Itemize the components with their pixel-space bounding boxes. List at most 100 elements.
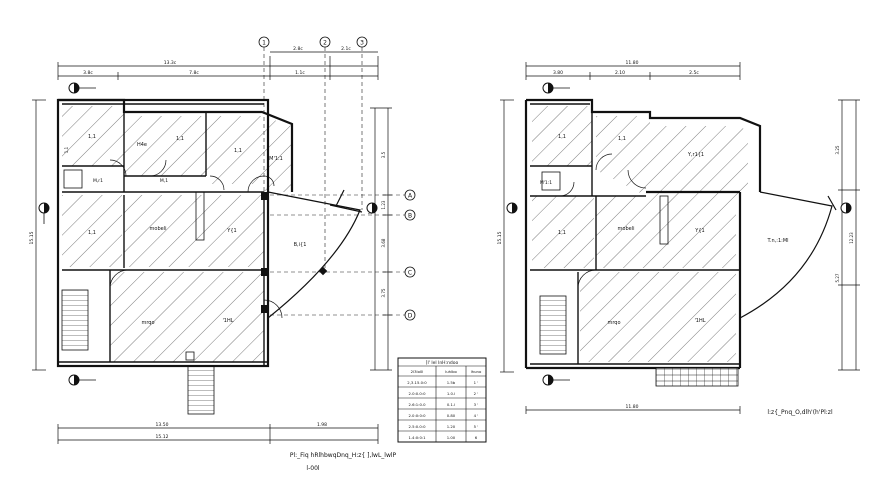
plan1-dim-row2-1: 3.8c (83, 70, 93, 76)
plan1-room-label-9: mobeli (150, 226, 167, 232)
plan2-fixture-1 (659, 195, 669, 245)
plan2-dim-right-3: 5.27 (835, 273, 840, 282)
plan2-dim-right-2: 12.23 (849, 232, 854, 244)
door-schedule-cell: 2.0:0:0:0 (408, 413, 426, 418)
plan2-caption: l:z{_Pnq_O,dlh'(h'Pl:zl (767, 409, 833, 416)
plan1-dim-row2-2: 7.8c (189, 70, 199, 76)
door-schedule-cell: 1.00 (447, 435, 456, 440)
svg-text:lhuno: lhuno (471, 369, 482, 374)
plan-2: 11.80 3.80 2.10 2.5c 15.15 3.25 12.23 5.… (497, 60, 860, 416)
door-schedule-rows: 1 '1.5b2,3.15.0:02 '1.0.l2.0:0.0:03 '0.1… (407, 380, 478, 440)
plan2-section-marker-right (840, 202, 852, 214)
plan2-interior-walls (530, 103, 740, 365)
plan2-left-dimension (500, 99, 514, 373)
plan1-dim-right-3: 3.68 (381, 238, 386, 247)
door-schedule-cell: 1.4:0:0:1 (408, 435, 426, 440)
plan1-fixture-3 (63, 169, 83, 189)
plan2-stairs (539, 295, 567, 355)
plan1-room-label-11: Y{1 (226, 228, 236, 234)
door-schedule-cell: 1.0.l (447, 391, 455, 396)
svg-text:3: 3 (360, 40, 364, 47)
plan1-dim-top-3: 2.1c (341, 46, 351, 52)
plan2-bottom-dimension (525, 406, 741, 414)
plan1-room-label-7: M,r1 (93, 178, 103, 184)
plan2-room-label-9: '1HL (694, 318, 705, 324)
svg-text:luhlbo: luhlbo (445, 369, 457, 374)
plan1-balcony (267, 189, 363, 319)
door-schedule-cell: 3 ' (474, 402, 479, 407)
svg-text:2l3lo0l: 2l3lo0l (411, 369, 424, 374)
door-schedule-cell: 0.1.l (447, 402, 455, 407)
door-schedule-cell: 1.5b (447, 380, 456, 385)
door-schedule-cell: 2.0:0.0:0 (408, 391, 426, 396)
plan2-dim-row2-2: 2.10 (615, 70, 625, 76)
plan1-room-label-8: M,1 (160, 178, 168, 184)
plan1-grid-bubble-c: C (404, 266, 416, 278)
plan2-room-label-8: mrqo (607, 320, 620, 326)
plan2-section-marker-top (542, 82, 570, 94)
plan1-section-marker-top (68, 82, 96, 94)
svg-text:A: A (408, 193, 413, 200)
plan2-dim-row2-3: 2.5c (689, 70, 699, 76)
plan1-bottom-dimensions (57, 424, 379, 444)
plan1-stairs (61, 289, 89, 351)
svg-text:D: D (408, 313, 413, 320)
plan1-dim-top-1: 13.3c (164, 60, 177, 66)
plan1-entry-stairs (187, 365, 215, 415)
plan2-brick-steps (655, 367, 739, 387)
door-schedule-cell: 1.20 (447, 424, 456, 429)
plan1-room-label-4: 1,1 (234, 148, 242, 154)
plan2-dim-row2-1: 3.80 (553, 70, 563, 76)
plan1-section-marker-right (366, 202, 378, 214)
plan1-sheet-number: l-00l (306, 465, 319, 472)
plan1-room-label-5: M'1:1 (269, 156, 283, 162)
svg-text:B: B (408, 213, 412, 220)
plan1-grid-bubble-d: D (404, 309, 416, 321)
plan1-room-label-14: B,i{1 (294, 242, 307, 248)
plan-1: 13.3c 2.8c 2.1c 3.8c 7.8c 1.1c 1 2 3 (29, 36, 487, 472)
plan1-top-dimensions (57, 51, 379, 80)
plan1-hatched-areas (62, 106, 292, 362)
plan2-door-swings (559, 153, 647, 289)
plan2-room-label-2: 1,1 (618, 136, 626, 142)
plan1-columns (261, 192, 328, 313)
plan1-dim-right-4: 3.75 (381, 288, 386, 297)
plan2-section-marker-left (506, 202, 518, 214)
plan1-dim-left: 15.15 (29, 231, 35, 244)
door-schedule-cell: 0.80 (447, 413, 456, 418)
door-schedule-header: 2l3lo0l luhlbo lhuno (411, 369, 482, 374)
plan2-room-label-5: 1,1 (558, 230, 566, 236)
plan1-left-dimension (32, 99, 46, 371)
door-schedule-cell: 2.5:0.0:0 (408, 424, 426, 429)
plan1-room-label-6: 1,1 (64, 146, 69, 153)
plan2-room-label-1: 1,1 (558, 134, 566, 140)
plan1-dim-right-5: 1.23 (381, 200, 386, 209)
plan1-room-label-12: mrqo (141, 320, 154, 326)
plan2-room-label-3: M'1:1 (540, 180, 552, 186)
plan2-section-marker-bottom (542, 374, 570, 386)
plan2-room-label-4: Y,r1{1 (687, 152, 704, 158)
door-schedule-cell: 2,3.15.0:0 (407, 380, 427, 385)
door-schedule-table (397, 357, 487, 443)
plan1-right-dimensions (370, 107, 392, 371)
plan1-grid-bubble-b: B (404, 209, 416, 221)
plan2-hatched-areas (532, 106, 748, 362)
plan2-dim-bottom: 11.80 (626, 404, 639, 410)
svg-text:C: C (408, 270, 412, 277)
door-schedule-cell: 5 ' (474, 424, 479, 429)
plan1-dim-right-2: 3.5 (381, 151, 386, 158)
plan1-dim-top-2: 2.8c (293, 46, 303, 52)
plan1-dim-bottom-2: 1.98 (317, 422, 327, 428)
plan2-dim-left: 15.15 (497, 231, 503, 244)
plan2-room-label-6: mobeli (618, 226, 635, 232)
plan1-grid-bubble-3: 3 (356, 36, 368, 48)
plan1-grid-bubble-a: A (404, 189, 416, 201)
plan1-door-swings (109, 159, 283, 319)
svg-text:1: 1 (262, 40, 266, 47)
plan2-right-dimensions (838, 99, 860, 371)
plan2-dim-top: 11.80 (626, 60, 639, 66)
plan1-room-label-13: '1HL (222, 318, 233, 324)
door-schedule-title: [l' lel lnH:ndoo (426, 360, 459, 366)
